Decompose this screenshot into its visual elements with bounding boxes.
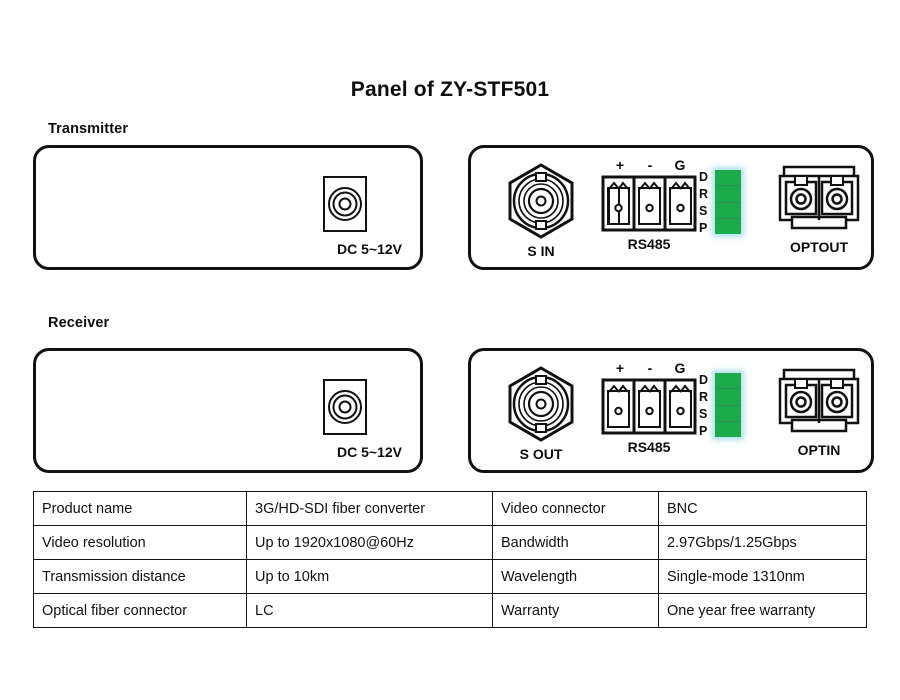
led-segment-s	[715, 202, 742, 219]
transmitter-power-caption: DC 5~12V	[337, 241, 402, 257]
dc-jack-mid-ring	[332, 191, 358, 217]
transmitter-bnc-caption: S IN	[527, 243, 555, 259]
led-segment-d	[715, 373, 742, 390]
spec-value: Single-mode 1310nm	[658, 559, 867, 594]
rs485-terminal-block-icon	[601, 175, 697, 232]
table-row: Video resolution Up to 1920x1080@60Hz Ba…	[33, 525, 867, 560]
specifications-table: Product name 3G/HD-SDI fiber converter V…	[33, 491, 867, 628]
led-label-r: R	[699, 390, 709, 405]
spec-label: Video resolution	[33, 525, 247, 560]
transmitter-rs485-caption: RS485	[627, 236, 671, 252]
receiver-bnc-connector: S OUT	[489, 365, 593, 461]
transmitter-right-panel: S IN + - G RS485 D R	[468, 145, 874, 270]
spec-value: Up to 10km	[246, 559, 493, 594]
rs485-pin-ground: G	[674, 157, 686, 173]
receiver-section-label: Receiver	[48, 315, 110, 331]
table-row: Product name 3G/HD-SDI fiber converter V…	[33, 491, 867, 526]
rs485-pin-minus: -	[647, 157, 653, 173]
bnc-connector-icon	[508, 163, 574, 239]
transmitter-section-label: Transmitter	[48, 121, 129, 137]
lc-optical-connector-icon	[778, 165, 860, 230]
spec-label: Video connector	[492, 491, 659, 526]
led-label-d: D	[699, 170, 709, 184]
transmitter-led-bar	[715, 170, 742, 234]
led-segment-s	[715, 405, 742, 422]
spec-value: Up to 1920x1080@60Hz	[246, 525, 493, 560]
dc-power-jack-icon	[323, 379, 367, 435]
led-segment-r	[715, 389, 742, 406]
lc-optical-connector-icon	[778, 368, 860, 433]
spec-label: Wavelength	[492, 559, 659, 594]
receiver-bnc-caption: S OUT	[519, 446, 563, 462]
spec-value: BNC	[658, 491, 867, 526]
transmitter-rs485-pin-labels: + - G	[583, 158, 715, 172]
transmitter-led-labels: D R S P	[699, 170, 708, 235]
spec-value: 2.97Gbps/1.25Gbps	[658, 525, 867, 560]
spec-label: Bandwidth	[492, 525, 659, 560]
spec-label: Optical fiber connector	[33, 593, 247, 628]
led-label-p: P	[699, 424, 708, 439]
led-segment-p	[715, 421, 742, 437]
transmitter-led-indicators: D R S P	[699, 170, 742, 235]
receiver-led-indicators: D R S P	[699, 373, 742, 438]
rs485-pin-plus: +	[615, 157, 625, 173]
table-row: Transmission distance Up to 10km Wavelen…	[33, 559, 867, 594]
transmitter-left-panel: DC 5~12V	[33, 145, 423, 270]
receiver-optical-connector: OPTIN	[767, 365, 871, 457]
led-label-s: S	[699, 204, 708, 219]
led-segment-p	[715, 218, 742, 234]
led-segment-r	[715, 186, 742, 203]
receiver-rs485-pin-labels: + - G	[583, 361, 715, 375]
led-label-s: S	[699, 407, 708, 422]
receiver-right-panel: S OUT + - G RS485 D R	[468, 348, 874, 473]
transmitter-optical-connector: OPTOUT	[767, 162, 871, 254]
transmitter-optical-caption: OPTOUT	[789, 239, 849, 255]
rs485-pin-minus: -	[647, 360, 653, 376]
receiver-led-bar	[715, 373, 742, 437]
rs485-terminal-block-icon	[601, 378, 697, 435]
dc-jack-outer-ring	[328, 390, 362, 424]
rs485-pin-plus: +	[615, 360, 625, 376]
dc-jack-inner-pin	[338, 400, 352, 414]
receiver-left-panel: DC 5~12V	[33, 348, 423, 473]
dc-power-jack-icon	[323, 176, 367, 232]
spec-label: Warranty	[492, 593, 659, 628]
spec-value: 3G/HD-SDI fiber converter	[246, 491, 493, 526]
transmitter-bnc-connector: S IN	[489, 162, 593, 258]
bnc-connector-icon	[508, 366, 574, 442]
spec-value: LC	[246, 593, 493, 628]
page-title: Panel of ZY-STF501	[350, 78, 550, 101]
receiver-power-caption: DC 5~12V	[337, 444, 402, 460]
led-label-p: P	[699, 221, 708, 236]
receiver-rs485-caption: RS485	[627, 439, 671, 455]
spec-label: Transmission distance	[33, 559, 247, 594]
receiver-led-labels: D R S P	[699, 373, 708, 438]
table-row: Optical fiber connector LC Warranty One …	[33, 593, 867, 628]
rs485-pin-ground: G	[674, 360, 686, 376]
led-label-d: D	[699, 373, 709, 387]
spec-label: Product name	[33, 491, 247, 526]
led-label-r: R	[699, 187, 709, 202]
receiver-optical-caption: OPTIN	[797, 442, 841, 458]
dc-jack-mid-ring	[332, 394, 358, 420]
led-segment-d	[715, 170, 742, 187]
spec-value: One year free warranty	[658, 593, 867, 628]
dc-jack-inner-pin	[338, 197, 352, 211]
transmitter-rs485-terminal: + - G RS485	[583, 158, 715, 251]
dc-jack-outer-ring	[328, 187, 362, 221]
receiver-rs485-terminal: + - G RS485	[583, 361, 715, 454]
